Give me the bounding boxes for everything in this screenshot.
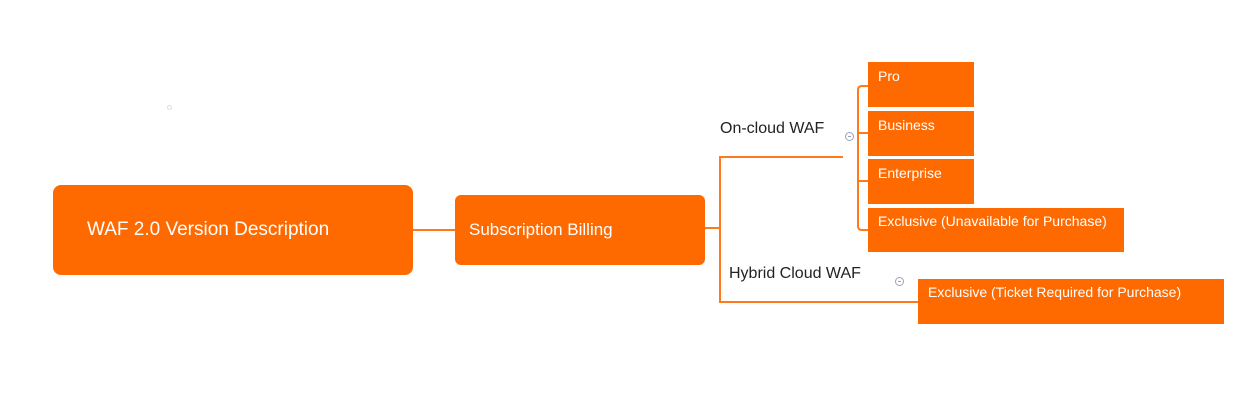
minus-circle-icon[interactable]	[845, 132, 854, 141]
leaf-node-exclusive-unavailable[interactable]: Exclusive (Unavailable for Purchase)	[868, 208, 1124, 252]
subscription-billing-label: Subscription Billing	[469, 220, 613, 239]
leaf-node-business[interactable]: Business	[868, 111, 974, 156]
leaf-node-enterprise[interactable]: Enterprise	[868, 159, 974, 204]
root-node[interactable]: WAF 2.0 Version Description	[53, 185, 413, 275]
hybrid-cloud-waf-label[interactable]: Hybrid Cloud WAF	[729, 265, 861, 282]
on-cloud-waf-label[interactable]: On-cloud WAF	[720, 120, 825, 137]
leaf-node-label: Business	[878, 117, 935, 133]
subscription-billing-node[interactable]: Subscription Billing	[455, 195, 705, 265]
leaf-node-pro[interactable]: Pro	[868, 62, 974, 107]
root-node-label: WAF 2.0 Version Description	[87, 219, 330, 240]
leaf-node-exclusive-ticket[interactable]: Exclusive (Ticket Required for Purchase)	[918, 279, 1224, 324]
connector-subscription-trunk	[705, 156, 843, 229]
connector-oncloud-bracket	[857, 85, 868, 231]
minus-circle-icon[interactable]	[895, 277, 904, 286]
leaf-node-label: Exclusive (Unavailable for Purchase)	[878, 213, 1107, 229]
decorative-dot	[167, 105, 172, 110]
leaf-node-label: Enterprise	[878, 165, 942, 181]
leaf-node-label: Exclusive (Ticket Required for Purchase)	[928, 284, 1182, 300]
connector-to-hybrid	[719, 228, 918, 303]
leaf-node-label: Pro	[878, 68, 900, 84]
